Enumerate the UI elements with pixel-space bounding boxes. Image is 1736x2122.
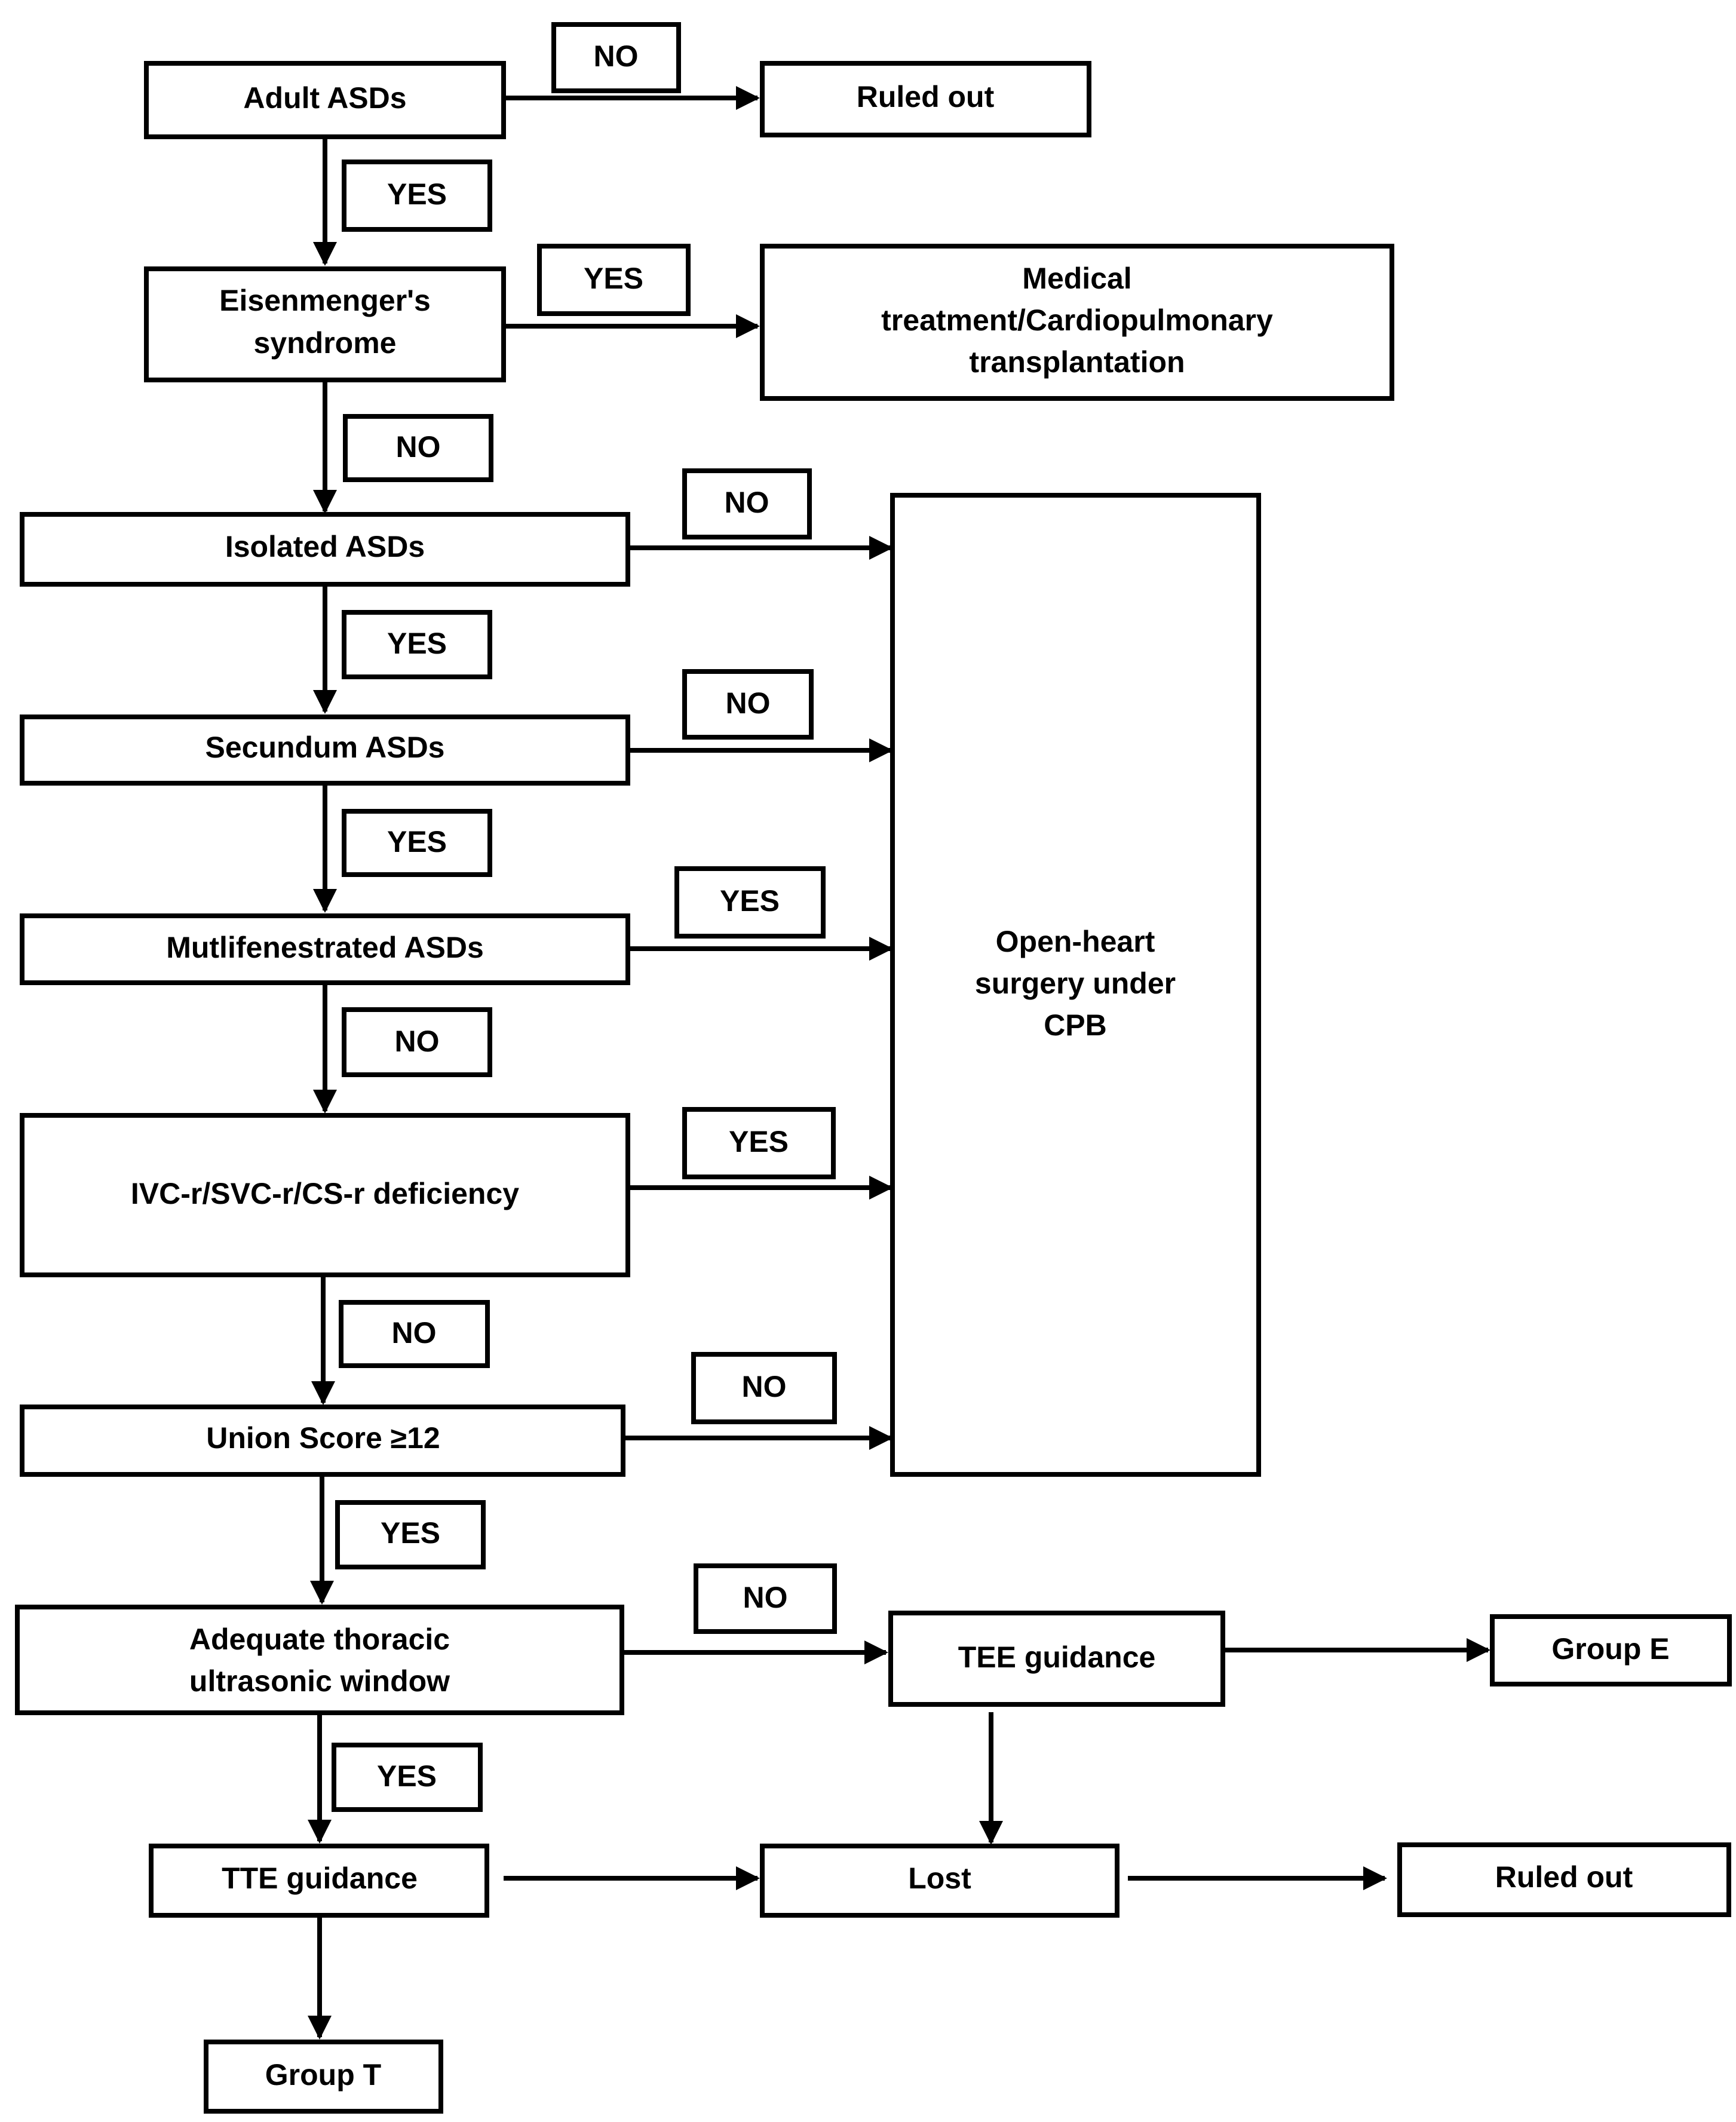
node-tee-guidance: TEE guidance [888,1611,1225,1707]
svg-text:NO: NO [725,486,769,519]
label-isolated-no: NO [682,468,812,539]
node-adult-asds: Adult ASDs [144,61,506,139]
label-adult-no: NO [551,22,681,93]
label-eisenmenger-yes: YES [537,244,691,316]
svg-text:YES: YES [584,262,643,295]
adult-asds-text: Adult ASDs [243,81,406,115]
node-eisenmenger: Eisenmenger's syndrome [144,266,506,382]
svg-text:YES: YES [381,1516,440,1550]
medical-line3: transplantation [969,345,1185,379]
node-union-score: Union Score ≥12 [20,1405,625,1477]
svg-text:YES: YES [387,627,447,660]
svg-text:NO: NO [743,1581,788,1614]
node-rim-deficiency: IVC-r/SVC-r/CS-r deficiency [20,1113,630,1277]
node-group-t: Group T [204,2040,443,2114]
lost-text: Lost [908,1862,971,1895]
label-rim-no: NO [339,1300,490,1368]
tee-guidance-text: TEE guidance [958,1640,1156,1674]
union-score-text: Union Score ≥12 [206,1421,440,1455]
surgery-line2: surgery under [975,967,1176,1000]
label-thoracic-yes: YES [332,1743,483,1812]
node-open-heart-surgery: Open-heart surgery under CPB [890,493,1261,1477]
medical-line1: Medical [1022,262,1131,295]
node-ruled-out-bottom: Ruled out [1397,1842,1731,1917]
group-t-text: Group T [265,2058,381,2092]
isolated-asds-text: Isolated ASDs [225,530,425,563]
label-union-no: NO [691,1352,837,1424]
svg-text:YES: YES [387,177,447,211]
label-adult-yes: YES [342,160,492,232]
svg-text:NO: NO [726,686,771,720]
svg-text:YES: YES [720,884,780,918]
thoracic-line1: Adequate thoracic [189,1623,450,1656]
node-ruled-out-top: Ruled out [760,61,1091,137]
svg-text:NO: NO [395,1025,440,1058]
label-rim-yes: YES [682,1107,836,1179]
ruled-out-top-text: Ruled out [857,80,995,114]
surgery-line1: Open-heart [996,925,1155,958]
eisenmenger-line2: syndrome [254,326,397,360]
node-tte-guidance: TTE guidance [149,1844,489,1918]
edge-labels: NO YES YES NO NO YES NO YES [332,22,837,1812]
svg-text:NO: NO [396,430,441,464]
label-isolated-yes: YES [342,610,492,679]
svg-text:YES: YES [377,1759,437,1793]
connectors [308,86,1490,2040]
label-eisenmenger-no: NO [343,414,493,482]
label-secundum-no: NO [682,669,814,740]
label-multifenestrated-yes: YES [674,866,826,939]
label-union-yes: YES [335,1500,486,1569]
label-multifenestrated-no: NO [342,1007,492,1077]
group-e-text: Group E [1551,1632,1669,1666]
surgery-line3: CPB [1044,1008,1107,1042]
svg-text:YES: YES [387,825,447,858]
svg-text:NO: NO [594,39,639,73]
node-group-e: Group E [1490,1614,1732,1686]
node-secundum-asds: Secundum ASDs [20,715,630,786]
label-thoracic-no: NO [694,1563,837,1634]
eisenmenger-line1: Eisenmenger's [219,284,431,317]
node-isolated-asds: Isolated ASDs [20,512,630,587]
rim-deficiency-text: IVC-r/SVC-r/CS-r deficiency [131,1177,519,1210]
medical-line2: treatment/Cardiopulmonary [881,303,1273,337]
svg-text:NO: NO [742,1370,787,1403]
secundum-asds-text: Secundum ASDs [205,731,444,764]
ruled-out-bottom-text: Ruled out [1495,1860,1633,1894]
tte-guidance-text: TTE guidance [222,1862,418,1895]
node-medical-treatment: Medical treatment/Cardiopulmonary transp… [760,244,1394,401]
node-lost: Lost [760,1844,1119,1918]
label-secundum-yes: YES [342,809,492,877]
thoracic-line2: ultrasonic window [189,1664,450,1698]
svg-text:NO: NO [392,1316,437,1350]
node-thoracic-window: Adequate thoracic ultrasonic window [15,1605,624,1715]
node-multifenestrated-asds: Mutlifenestrated ASDs [20,913,630,985]
multifenestrated-asds-text: Mutlifenestrated ASDs [166,931,484,964]
svg-text:YES: YES [729,1125,789,1158]
